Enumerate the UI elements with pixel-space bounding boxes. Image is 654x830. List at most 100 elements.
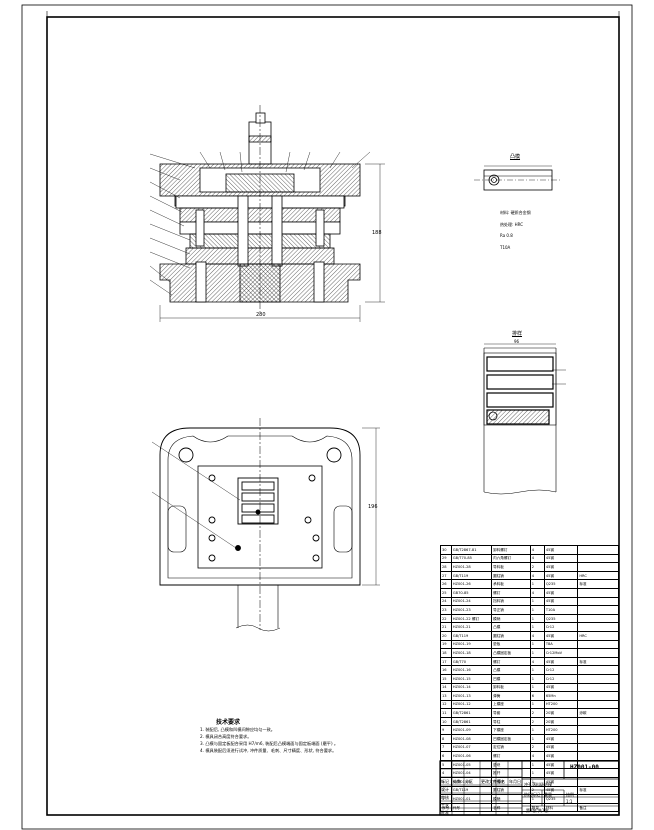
bom-cell: 数量 <box>529 802 545 813</box>
bom-cell: HRC <box>577 630 619 641</box>
bom-cell: HT200 <box>543 699 579 710</box>
bom-cell: 1 <box>529 768 545 779</box>
bom-cell: GB/T2861 <box>450 708 493 718</box>
bom-cell: HZ001-16 <box>450 665 493 675</box>
bom-cell: HZ001-22 螺钉 <box>450 613 493 624</box>
title-block-label-zone: 分区 <box>465 779 473 784</box>
bom-cell: 45钢 <box>543 630 579 641</box>
bom-cell: 45钢 <box>543 587 579 598</box>
bom-cell: 1 <box>529 682 545 693</box>
bom-cell: Q235 <box>543 613 579 624</box>
bom-cell: 2 <box>529 742 545 753</box>
bom-cell: GB/T70 <box>450 656 493 667</box>
bom-cell: 凹模 <box>491 673 531 684</box>
bom-cell: HZ001-26 <box>450 579 493 589</box>
bom-cell: 2 <box>529 562 545 572</box>
bom-cell <box>577 699 619 710</box>
bom-cell: 垫块 <box>491 759 531 770</box>
drawing-number: HZ001-00 <box>570 764 599 771</box>
bom-cell: GB70-85 <box>450 587 493 598</box>
bom-cell: 1 <box>529 699 545 710</box>
bom-cell: 导柱 <box>491 716 531 727</box>
drawing-frame <box>46 16 620 816</box>
bom-cell <box>577 682 619 693</box>
bom-cell: GB/T2861 <box>450 716 493 727</box>
bom-cell: GB/T119 <box>450 630 493 641</box>
front-width-dimension: 280 <box>256 312 266 318</box>
bom-cell: 45钢 <box>543 682 579 693</box>
bom-cell <box>577 751 619 761</box>
bom-cell: 卸料螺钉 <box>491 545 531 555</box>
bom-cell: T10A <box>543 605 579 615</box>
bom-cell: 7 <box>440 742 452 753</box>
bom-cell: 21 <box>440 622 452 632</box>
bom-cell: 凹模固定板 <box>491 734 531 744</box>
bom-cell: HZ001-13 <box>450 691 493 701</box>
bom-cell: 1 <box>529 725 545 736</box>
bom-cell: HRC <box>577 570 619 581</box>
bom-cell: HZ001-23 <box>450 605 493 615</box>
bom-cell: 圆柱销 <box>491 570 531 581</box>
bom-cell: 下模座 <box>491 725 531 736</box>
bom-cell: HZ001-04 <box>450 768 493 779</box>
front-height-dimension: 188 <box>372 230 382 236</box>
bom-cell: 45钢 <box>543 734 579 744</box>
bom-cell: 4 <box>529 751 545 761</box>
title-block-label-process: 工艺 <box>441 803 449 808</box>
title-block-label-mark: 标记 <box>441 779 449 784</box>
bom-cell: 16 <box>440 665 452 675</box>
bom-cell: 8 <box>440 734 452 744</box>
bom-cell: 17 <box>440 656 452 667</box>
bom-cell: 垫板 <box>491 639 531 650</box>
bom-cell: 45钢 <box>543 545 579 555</box>
strip-layout-view <box>483 343 566 495</box>
bom-cell: HZ001-19 <box>450 639 493 650</box>
requirement-2: 2. 模具闭合高度符合要求。 <box>200 734 252 739</box>
bom-cell: 1 <box>529 665 545 675</box>
bom-cell: 代号 <box>450 802 493 813</box>
bom-cell: 材料 <box>543 802 579 813</box>
bom-cell: 1 <box>529 639 545 650</box>
bom-cell: Cr12 <box>543 665 579 675</box>
bom-cell: 推杆 <box>491 768 531 779</box>
bom-cell <box>577 742 619 753</box>
bom-cell: 28 <box>440 562 452 572</box>
bom-cell: 内六角螺钉 <box>491 553 531 564</box>
punch-detail-view <box>474 165 560 191</box>
bom-cell: 挡料销 <box>491 596 531 607</box>
bom-cell: HZ001-07 <box>450 742 493 753</box>
bom-cell: 承料板 <box>491 579 531 589</box>
bom-cell: 19 <box>440 639 452 650</box>
bom-cell <box>577 605 619 615</box>
bom-cell: 1 <box>529 673 545 684</box>
bom-cell: 卸料板 <box>491 682 531 693</box>
title-block-label-sign: 签名 <box>497 779 505 784</box>
strip-width-dimension: 96 <box>514 339 520 344</box>
bom-cell <box>577 716 619 727</box>
title-block-label-approve: 批准 <box>441 810 449 815</box>
bom-cell: 1 <box>529 579 545 589</box>
bom-cell: HZ001-08 <box>450 734 493 744</box>
bom-cell: HZ001-18 <box>450 648 493 658</box>
punch-spec-4: T10A <box>500 245 511 250</box>
bom-cell: 4 <box>529 587 545 598</box>
bom-cell: 15 <box>440 673 452 684</box>
bom-cell: 1 <box>529 596 545 607</box>
bom-cell: 20钢 <box>543 716 579 727</box>
bom-cell: 45钢 <box>543 596 579 607</box>
bom-cell: 4 <box>440 768 452 779</box>
bom-cell: 1 <box>529 734 545 744</box>
bom-cell: HZ001-06 <box>450 751 493 761</box>
bom-cell: 12 <box>440 699 452 710</box>
